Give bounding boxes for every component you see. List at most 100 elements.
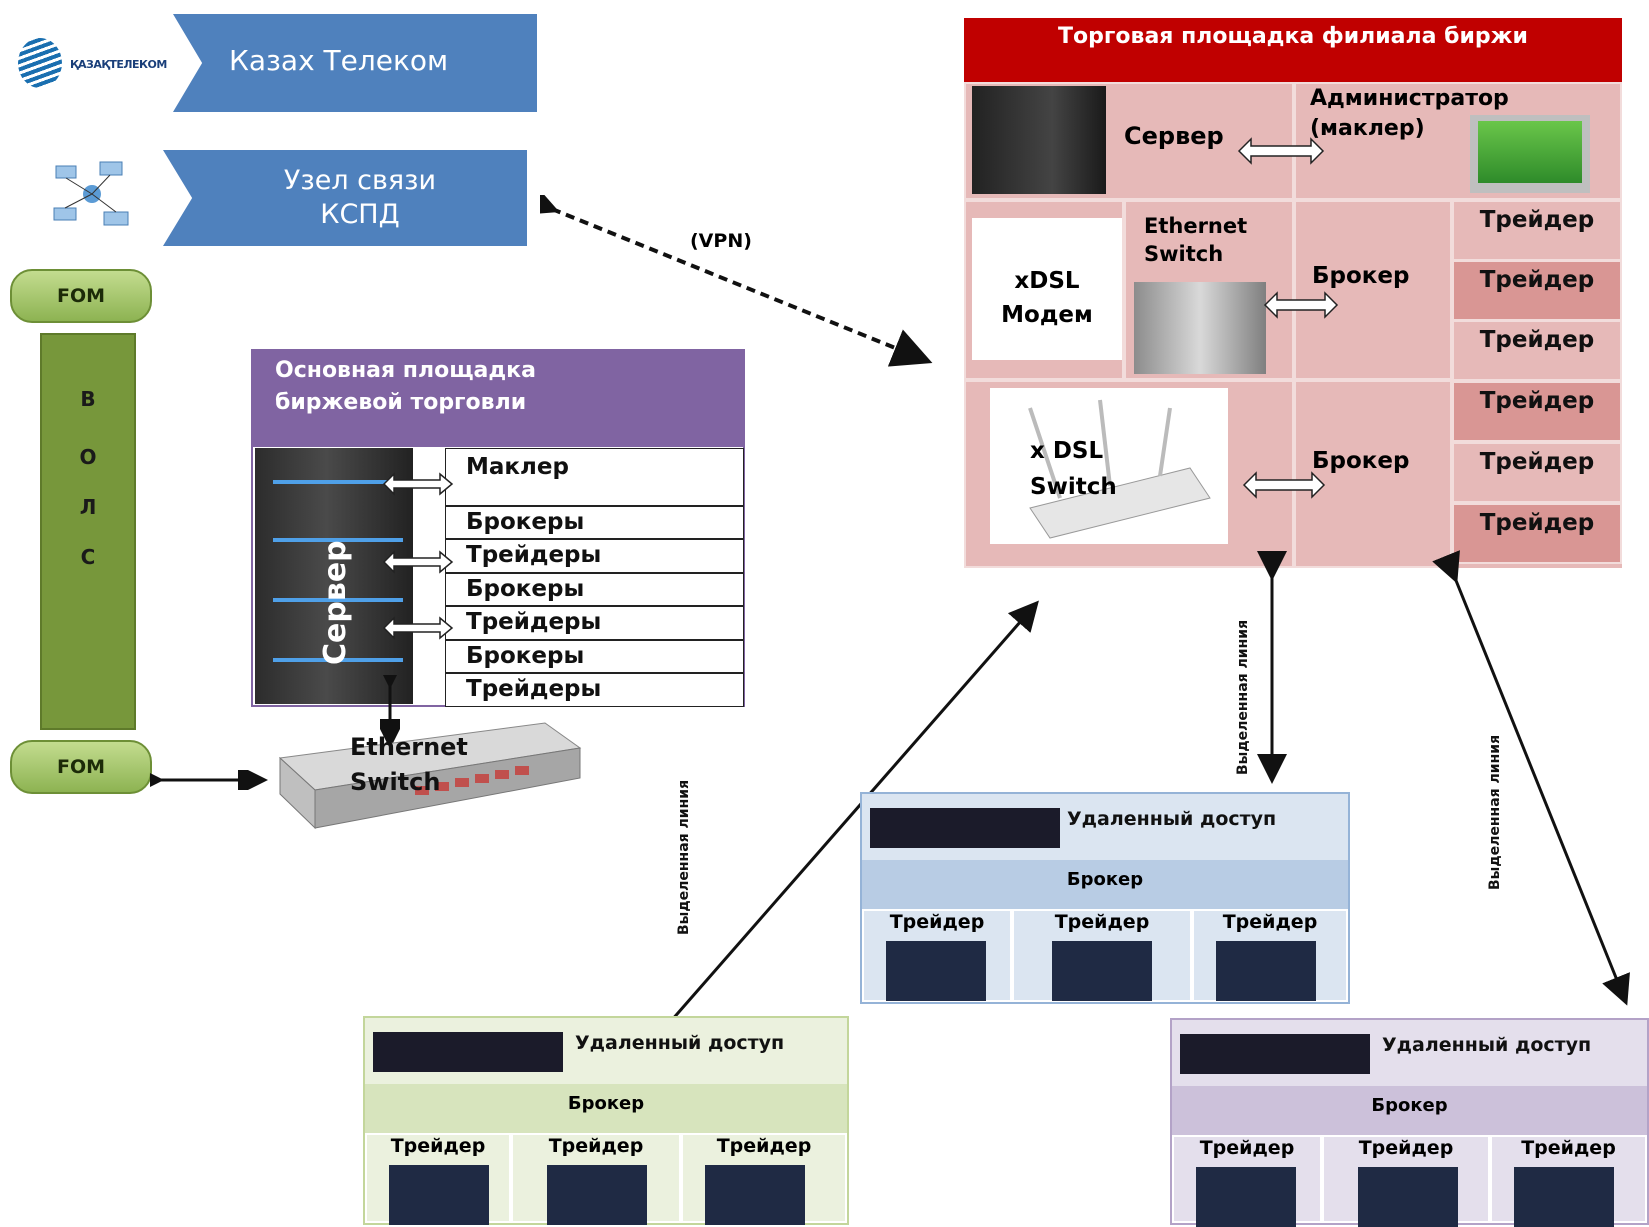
main-switch-label-line1: Ethernet xyxy=(350,733,468,761)
branch-title: Торговая площадка филиала биржи xyxy=(964,18,1622,82)
branch-eth-line1: Ethernet xyxy=(1144,214,1248,238)
dedicated-line-right xyxy=(1432,550,1630,1006)
monitor-icon xyxy=(1052,941,1152,1001)
branch-trader-4: Трейдер xyxy=(1452,381,1622,442)
branch-double-arrows xyxy=(1237,137,1339,319)
remote-left-trader-1: Трейдер xyxy=(365,1133,511,1225)
remote-right-broker: Брокер xyxy=(1172,1086,1647,1135)
kspd-node-banner: Узел связи КСПД xyxy=(163,150,527,246)
monitor-icon xyxy=(705,1165,805,1225)
main-row-traders-2: Трейдеры xyxy=(445,606,744,640)
remote-center-trader-3: Трейдер xyxy=(1192,909,1348,1002)
main-ethernet-switch-icon xyxy=(278,722,582,830)
main-row-makler: Маклер xyxy=(445,448,744,506)
network-node-icon xyxy=(53,161,129,226)
dedicated-label-right: Выделенная линия xyxy=(1487,734,1503,890)
branch-modem-line1: xDSL xyxy=(1014,268,1080,294)
vpn-link xyxy=(540,195,933,367)
branch-xdsl-arrow xyxy=(1242,471,1326,499)
branch-broker1-cell xyxy=(1294,200,1452,380)
fom-switch-link xyxy=(150,770,268,790)
remote-center-trader-1-label: Трейдер xyxy=(889,911,985,933)
server-switch-link xyxy=(380,675,400,749)
monitor-icon xyxy=(389,1165,489,1225)
remote-left-trader-2: Трейдер xyxy=(511,1133,681,1225)
main-row-brokers-2: Брокеры xyxy=(445,573,744,606)
branch-trader-5: Трейдер xyxy=(1452,442,1622,503)
main-row-brokers-3: Брокеры xyxy=(445,640,744,673)
kazakhtelecom-label: Казах Телеком xyxy=(229,44,449,77)
branch-modem-label: xDSL Модем xyxy=(982,264,1112,332)
remote-right-trader-1: Трейдер xyxy=(1172,1135,1322,1227)
branch-broker2-cell xyxy=(1294,380,1452,568)
kspd-node-label-line2: КСПД xyxy=(320,199,400,230)
kazakhtelecom-banner: Казах Телеком xyxy=(173,14,537,112)
xdsl-modem-icon xyxy=(972,218,1122,360)
branch-xdsl-label: x DSL Switch xyxy=(1030,433,1117,505)
remote-left-network-icon xyxy=(373,1032,563,1072)
kazakhtelecom-logo-text: ҚАЗАҚТЕЛЕКОМ xyxy=(70,58,167,71)
main-server-arrows xyxy=(382,472,454,640)
remote-left-trader-3-label: Трейдер xyxy=(716,1135,812,1157)
branch-xdsl-line1: x DSL xyxy=(1030,438,1104,464)
branch-admin-label: Администратор (маклер) xyxy=(1310,84,1509,144)
remote-center-trader-2: Трейдер xyxy=(1012,909,1192,1002)
branch-eth-line2: Switch xyxy=(1144,242,1224,266)
branch-eth-label: Ethernet Switch xyxy=(1144,212,1247,268)
remote-right-trader-2-label: Трейдер xyxy=(1358,1137,1454,1159)
remote-right-network-icon xyxy=(1180,1034,1370,1074)
monitor-icon xyxy=(1514,1167,1614,1227)
remote-left-trader-1-label: Трейдер xyxy=(390,1135,486,1157)
fom-bottom: FOM xyxy=(10,740,152,794)
remote-center-trader-2-label: Трейдер xyxy=(1054,911,1150,933)
dedicated-label-center: Выделенная линия xyxy=(1235,619,1251,775)
kspd-node-label-line1: Узел связи xyxy=(283,165,437,196)
vols-letter-4: С xyxy=(80,545,96,569)
dedicated-line-left xyxy=(648,600,1039,1046)
branch-server-label: Сервер xyxy=(1124,122,1224,150)
main-row-traders-1: Трейдеры xyxy=(445,539,744,573)
remote-center-trader-3-label: Трейдер xyxy=(1222,911,1318,933)
branch-trader-2: Трейдер xyxy=(1452,260,1622,321)
remote-center-panel: Удаленный доступ Брокер Трейдер Трейдер … xyxy=(860,792,1350,1004)
remote-left-top: Удаленный доступ xyxy=(365,1018,847,1084)
remote-left-panel: Удаленный доступ Брокер Трейдер Трейдер … xyxy=(363,1016,849,1225)
router-shape xyxy=(1028,399,1211,539)
remote-center-network-icon xyxy=(870,808,1060,848)
remote-right-trader-1-label: Трейдер xyxy=(1199,1137,1295,1159)
branch-broker1-label: Брокер xyxy=(1312,263,1410,289)
main-row-brokers-1: Брокеры xyxy=(445,506,744,539)
dedicated-label-left: Выделенная линия xyxy=(676,779,692,935)
branch-modem-line2: Модем xyxy=(1001,302,1093,328)
branch-ethernet-switch-icon xyxy=(1134,282,1266,374)
fom-top: FOM xyxy=(10,269,152,323)
vols-letter-1: В xyxy=(80,387,96,411)
main-server-icon xyxy=(255,448,413,704)
monitor-icon xyxy=(1358,1167,1458,1227)
kazakhtelecom-logo-icon xyxy=(18,38,62,88)
monitor-icon xyxy=(1196,1167,1296,1227)
monitor-icon xyxy=(886,941,986,1001)
branch-admin-line2: (маклер) xyxy=(1310,116,1425,141)
remote-right-trader-3-label: Трейдер xyxy=(1521,1137,1616,1159)
branch-trader-3: Трейдер xyxy=(1452,320,1622,381)
remote-left-broker: Брокер xyxy=(365,1084,847,1133)
branch-xdsl-line2: Switch xyxy=(1030,474,1117,500)
remote-right-top: Удаленный доступ xyxy=(1172,1020,1647,1086)
branch-admin-line1: Администратор xyxy=(1310,86,1509,111)
remote-right-title: Удаленный доступ xyxy=(1382,1034,1592,1056)
main-switch-label-line2: Switch xyxy=(350,768,441,796)
admin-laptop-icon xyxy=(1470,115,1590,193)
remote-right-trader-2: Трейдер xyxy=(1322,1135,1490,1227)
vols-letter-2: О xyxy=(79,445,97,469)
vpn-label: (VPN) xyxy=(690,230,752,252)
remote-right-panel: Удаленный доступ Брокер Трейдер Трейдер … xyxy=(1170,1018,1649,1227)
remote-center-trader-1: Трейдер xyxy=(862,909,1012,1002)
remote-center-broker: Брокер xyxy=(862,860,1348,909)
remote-left-trader-2-label: Трейдер xyxy=(548,1135,644,1157)
monitor-icon xyxy=(1216,941,1316,1001)
branch-server-icon xyxy=(972,86,1106,194)
main-switch-label: Ethernet Switch xyxy=(350,730,468,800)
vols-letter-3: Л xyxy=(79,495,97,519)
